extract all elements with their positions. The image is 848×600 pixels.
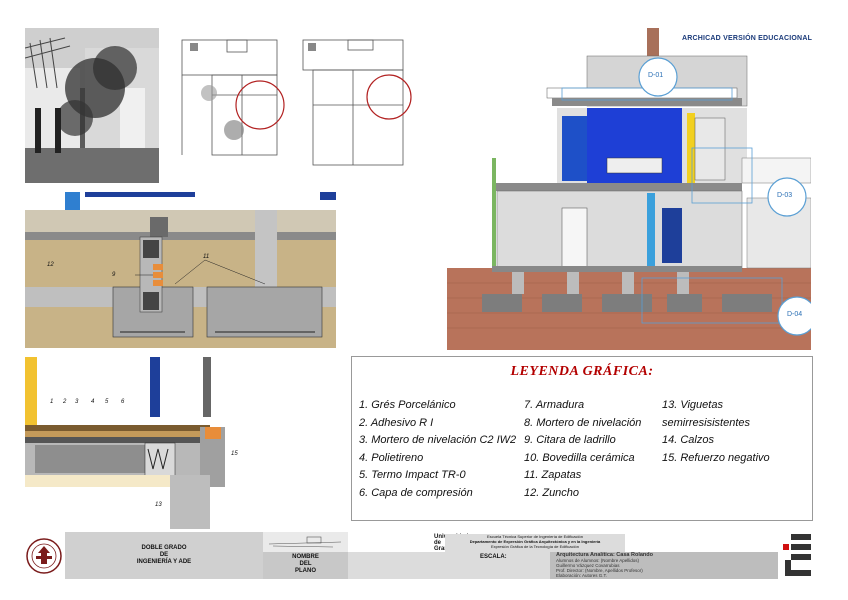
- school-line: Escuela Técnica Superior de Ingeniería d…: [487, 534, 583, 539]
- scale-label: ESCALA:: [480, 554, 507, 560]
- building-section: D-01 D-03 D-04: [447, 28, 811, 350]
- project-cell: Arquitectura Analítica: Casa Rolando Alu…: [550, 552, 778, 579]
- section-tag-d01: D-01: [648, 72, 664, 79]
- label-12: 12: [47, 262, 54, 268]
- section-tag-d03: D-03: [777, 192, 793, 199]
- university-seal: [26, 538, 62, 574]
- legend-item: 1. Grés Porcelánico: [359, 399, 456, 411]
- legend-item: 12. Zuncho: [524, 486, 580, 499]
- legend-item: 15. Refuerzo negativo: [662, 451, 770, 464]
- school-line: Expresión Gráfica de la Tecnología de Ed…: [491, 544, 579, 549]
- logo-sketch: [268, 536, 342, 548]
- label-4: 4: [91, 399, 95, 405]
- school-logo: [783, 534, 811, 576]
- legend-item: 10. Bovedilla cerámica: [524, 451, 635, 464]
- project-line: Elaboración: Autores G.T.: [556, 573, 608, 578]
- label-15: 15: [231, 451, 238, 457]
- university-name: Universidad de Granada: [350, 532, 468, 552]
- degree-line: DE: [159, 552, 169, 558]
- label-6: 6: [121, 399, 125, 405]
- label-9: 9: [112, 272, 116, 278]
- degree-line: INGENIERÍA Y ADE: [136, 559, 192, 565]
- project-line: Alumnos de Alumnos: (Nombre Apellidos): [556, 558, 640, 563]
- label-5: 5: [105, 399, 109, 405]
- floor-plan-2: [298, 35, 413, 175]
- legend-item: 14. Calzos: [662, 434, 714, 446]
- label-3: 3: [75, 399, 79, 405]
- legend-item: 7. Armadura: [524, 399, 585, 411]
- site-photo: [25, 28, 159, 183]
- degree-cell: DOBLE GRADO DE INGENIERÍA Y ADE: [65, 532, 263, 579]
- legend-title: LEYENDA GRÁFICA:: [510, 364, 654, 379]
- legend-panel: LEYENDA GRÁFICA: 1. Grés Porcelánico 2. …: [351, 356, 813, 521]
- degree-line: DOBLE GRADO: [141, 545, 187, 551]
- legend-item: 2. Adhesivo R I: [359, 416, 434, 429]
- plan-name-line: DEL: [299, 561, 312, 567]
- legend-item: 3. Mortero de nivelación C2 IW2: [359, 434, 517, 446]
- label-13: 13: [155, 502, 162, 508]
- title-block: DOBLE GRADO DE INGENIERÍA Y ADE NOMBRE D…: [25, 532, 813, 579]
- legend-item: 6. Capa de compresión: [359, 486, 473, 499]
- label-11: 11: [203, 254, 210, 260]
- scale-cell: ESCALA:: [348, 552, 550, 579]
- project-line: Arquitectura Analítica: Casa Rolando: [556, 552, 653, 558]
- legend-item: 8. Mortero de nivelación: [524, 416, 642, 429]
- label-1: 1: [50, 399, 54, 405]
- legend-item: 5. Termo Impact TR-0: [359, 469, 466, 481]
- school-line: Departamento de Expresión Gráfica Arquit…: [469, 539, 601, 544]
- university-line: de Granada: [434, 540, 458, 552]
- project-line: Guillermo Vázquez Covarrubias: [556, 563, 620, 568]
- school-cell: Escuela Técnica Superior de Ingeniería d…: [445, 534, 625, 552]
- legend-item: 13. Viguetas semirresisistentes: [662, 399, 751, 429]
- legend-item: 9. Citara de ladrillo: [524, 434, 616, 446]
- project-line: Prof. Director: (Nombre, Apellidos Profe…: [556, 568, 643, 573]
- label-2: 2: [63, 399, 67, 405]
- plan-name-line: NOMBRE: [292, 554, 319, 560]
- legend-column-3: 13. Viguetas semirresisistentes 14. Calz…: [662, 397, 812, 467]
- plan-name-cell: NOMBRE DEL PLANO: [263, 552, 348, 579]
- floor-plan-1: [172, 35, 287, 175]
- watermark: ARCHICAD VERSIÓN EDUCACIONAL: [682, 35, 813, 42]
- legend-column-1: 1. Grés Porcelánico 2. Adhesivo R I 3. M…: [359, 397, 516, 502]
- section-tag-d04: D-04: [787, 311, 803, 318]
- slab-detail: 1 2 3 4 5 6 15 13: [25, 357, 246, 529]
- legend-column-2: 7. Armadura 8. Mortero de nivelación 9. …: [524, 397, 641, 502]
- plan-name-line: PLANO: [295, 568, 316, 574]
- foundation-detail: 12 9 11: [25, 192, 336, 348]
- legend-item: 4. Polietireno: [359, 451, 424, 464]
- legend-item: 11. Zapatas: [524, 469, 582, 481]
